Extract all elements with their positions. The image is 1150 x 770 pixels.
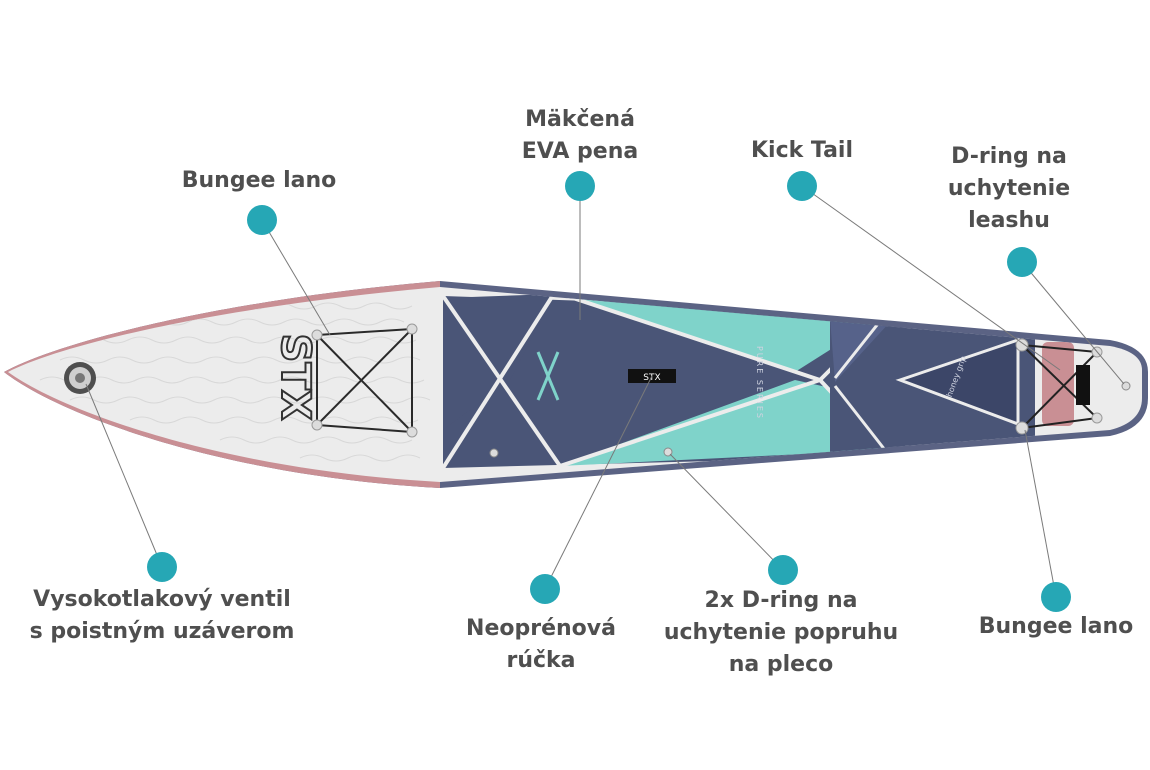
series-text: PURE SERIES bbox=[755, 346, 764, 420]
valve-icon bbox=[64, 362, 96, 394]
handle-logo: STX bbox=[643, 373, 660, 383]
leader-valve bbox=[85, 383, 163, 568]
leader-bungee-tail bbox=[1024, 429, 1057, 598]
label-shoulder-dring: 2x D-ring na uchytenie popruhu na pleco bbox=[663, 588, 899, 677]
callout-dot-valve bbox=[147, 552, 177, 582]
label-bungee-tail: Bungee lano bbox=[978, 614, 1134, 639]
callout-dot-bungee-nose bbox=[247, 205, 277, 235]
leader-handle bbox=[544, 375, 653, 590]
nose-bungee-cord bbox=[316, 328, 413, 433]
stx-logo: STX bbox=[272, 334, 318, 421]
callout-dot-leash-dring bbox=[1007, 247, 1037, 277]
kick-tail-pad bbox=[830, 314, 1074, 458]
leader-leash-dring bbox=[1021, 261, 1125, 385]
leader-kick-tail bbox=[801, 185, 1061, 371]
leader-shoulder-dring bbox=[669, 453, 784, 571]
nose-bungee-anchors bbox=[311, 323, 418, 438]
label-leash-dring: D-ring na uchytenie leashu bbox=[947, 144, 1071, 233]
callout-dot-shoulder-dring bbox=[768, 555, 798, 585]
tail-handle bbox=[1076, 365, 1090, 405]
label-kick-tail: Kick Tail bbox=[750, 138, 854, 163]
callout-dot-kick-tail bbox=[787, 171, 817, 201]
callout-dot-eva-pad bbox=[565, 171, 595, 201]
label-eva-pad: Mäkčená EVA pena bbox=[521, 107, 639, 164]
tail-bungee-cord bbox=[1021, 344, 1098, 429]
label-handle: Neoprénová rúčka bbox=[466, 616, 616, 673]
label-valve: Vysokotlakový ventil s poistným uzáverom bbox=[29, 587, 295, 644]
leader-bungee-nose bbox=[261, 219, 331, 336]
callout-dot-handle bbox=[530, 574, 560, 604]
callout-dot-bungee-tail bbox=[1041, 582, 1071, 612]
label-bungee-nose: Bungee lano bbox=[181, 168, 337, 193]
leader-lines bbox=[85, 185, 1125, 598]
